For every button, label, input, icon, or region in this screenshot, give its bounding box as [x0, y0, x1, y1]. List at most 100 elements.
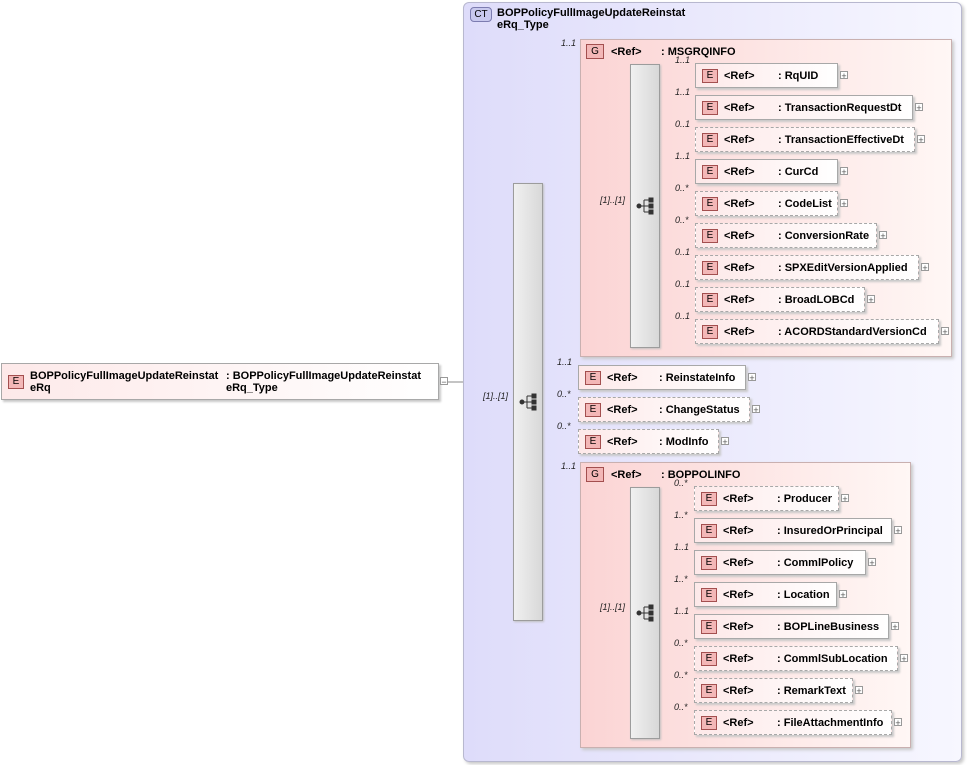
boppolinfo-ref: <Ref> — [611, 468, 642, 481]
element-ref: <Ref> — [724, 165, 755, 178]
element-boplinebusiness[interactable]: E<Ref>: BOPLineBusiness — [694, 614, 889, 639]
expand-toggle[interactable]: + — [841, 494, 849, 504]
expand-toggle[interactable]: + — [941, 327, 949, 337]
group-badge: G — [586, 467, 604, 482]
element-cardinality: 0..1 — [675, 311, 691, 321]
expand-toggle[interactable]: + — [868, 558, 876, 568]
element-curcd[interactable]: E <Ref> : CurCd — [695, 159, 838, 184]
expand-toggle[interactable]: + — [840, 199, 848, 209]
element-name: : CurCd — [778, 165, 819, 178]
element-ref: <Ref> — [724, 69, 755, 82]
element-conversionrate[interactable]: E<Ref>: ConversionRate — [695, 223, 877, 248]
main-sequence-cardinality: [1]..[1] — [483, 391, 509, 401]
expand-toggle[interactable]: + — [840, 71, 848, 81]
expand-toggle[interactable]: + — [839, 590, 847, 600]
element-cardinality: 1..1 — [675, 151, 691, 161]
expand-toggle[interactable]: + — [894, 718, 902, 728]
element-fileattachmentinfo[interactable]: E<Ref>: FileAttachmentInfo — [694, 710, 892, 735]
expand-toggle[interactable]: + — [915, 103, 923, 113]
sequence-icon — [636, 197, 654, 215]
element-cardinality: 1..1 — [674, 606, 690, 616]
element-codelist[interactable]: E<Ref>: CodeList — [695, 191, 838, 216]
root-element-type: : BOPPolicyFullImageUpdateReinstat eRq_T… — [226, 369, 421, 394]
element-badge: E — [701, 683, 717, 698]
boppolinfo-sequence-cardinality: [1]..[1] — [600, 602, 626, 612]
element-name: : ConversionRate — [778, 229, 870, 242]
element-ref: <Ref> — [723, 492, 754, 505]
element-producer[interactable]: E<Ref>: Producer — [694, 486, 839, 511]
expand-toggle[interactable]: + — [921, 263, 929, 273]
group-badge: G — [586, 44, 604, 59]
complex-type-header: CT BOPPolicyFullImageUpdateReinstat eRq_… — [470, 7, 685, 31]
expand-toggle[interactable]: + — [917, 135, 925, 145]
element-badge: E — [702, 100, 718, 115]
element-remarktext[interactable]: E<Ref>: RemarkText — [694, 678, 853, 703]
element-badge: E — [702, 164, 718, 179]
element-changestatus[interactable]: E<Ref>: ChangeStatus — [578, 397, 750, 422]
expand-toggle[interactable]: + — [752, 405, 760, 415]
element-ref: <Ref> — [724, 293, 755, 306]
element-name: : ACORDStandardVersionCd — [778, 325, 927, 338]
element-ref: <Ref> — [724, 133, 755, 146]
element-cardinality: 0..* — [557, 389, 571, 399]
element-commlsublocation[interactable]: E<Ref>: CommlSubLocation — [694, 646, 898, 671]
element-spxeditversionapplied[interactable]: E<Ref>: SPXEditVersionApplied — [695, 255, 919, 280]
element-acordstandardversioncd[interactable]: E<Ref>: ACORDStandardVersionCd — [695, 319, 939, 344]
element-badge: E — [701, 651, 717, 666]
collapse-toggle[interactable]: − — [440, 377, 448, 387]
element-badge: E — [585, 370, 601, 385]
expand-toggle[interactable]: + — [867, 295, 875, 305]
element-ref: <Ref> — [724, 261, 755, 274]
expand-toggle[interactable]: + — [721, 437, 729, 447]
expand-toggle[interactable]: + — [855, 686, 863, 696]
element-name: : BOPLineBusiness — [777, 620, 880, 633]
element-badge: E — [702, 132, 718, 147]
element-cardinality: 1..* — [674, 574, 688, 584]
element-ref: <Ref> — [724, 197, 755, 210]
expand-toggle[interactable]: + — [894, 526, 902, 536]
expand-toggle[interactable]: + — [840, 167, 848, 177]
element-location[interactable]: E<Ref>: Location — [694, 582, 837, 607]
element-rquid[interactable]: E<Ref>: RqUID — [695, 63, 838, 88]
element-ref: <Ref> — [723, 652, 754, 665]
element-name: : BroadLOBCd — [778, 293, 855, 306]
element-name: : ReinstateInfo — [659, 371, 736, 384]
element-ref: <Ref> — [723, 716, 754, 729]
element-ref: <Ref> — [723, 588, 754, 601]
element-ref: <Ref> — [607, 435, 638, 448]
element-transactioneffectivedt[interactable]: E <Ref> : TransactionEffectiveDt — [695, 127, 915, 152]
element-badge: E — [702, 196, 718, 211]
expand-toggle[interactable]: + — [748, 373, 756, 383]
boppolinfo-cardinality: 1..1 — [561, 461, 577, 471]
element-badge: E — [702, 292, 718, 307]
expand-toggle[interactable]: + — [891, 622, 899, 632]
sequence-icon — [636, 604, 654, 622]
element-cardinality: 1..* — [674, 510, 688, 520]
element-cardinality: 0..1 — [675, 247, 691, 257]
element-insuredorprincipal[interactable]: E<Ref>: InsuredOrPrincipal — [694, 518, 892, 543]
element-ref: <Ref> — [723, 524, 754, 537]
element-name: : TransactionRequestDt — [778, 101, 902, 114]
element-reinstateinfo[interactable]: E<Ref>: ReinstateInfo — [578, 365, 746, 390]
element-badge: E — [701, 715, 717, 730]
boppolinfo-header: G <Ref> : BOPPOLINFO — [586, 467, 740, 482]
element-badge: E — [702, 260, 718, 275]
element-cardinality: 0..* — [675, 183, 689, 193]
element-cardinality: 0..* — [674, 702, 688, 712]
element-cardinality: 1..1 — [674, 542, 690, 552]
element-modinfo[interactable]: E<Ref>: ModInfo — [578, 429, 719, 454]
expand-toggle[interactable]: + — [879, 231, 887, 241]
expand-toggle[interactable]: + — [900, 654, 908, 664]
element-badge: E — [701, 619, 717, 634]
element-transactionrequestdt[interactable]: E<Ref>: TransactionRequestDt — [695, 95, 913, 120]
main-sequence-bar — [513, 183, 543, 621]
boppolinfo-name: : BOPPOLINFO — [661, 468, 741, 481]
element-broadlobcd[interactable]: E <Ref> : BroadLOBCd — [695, 287, 865, 312]
element-cardinality: 1..1 — [675, 55, 691, 65]
element-cardinality: 0..1 — [675, 119, 691, 129]
element-commlpolicy[interactable]: E<Ref>: CommlPolicy — [694, 550, 866, 575]
root-element[interactable]: E BOPPolicyFullImageUpdateReinstat eRq :… — [1, 363, 439, 400]
element-name: : ModInfo — [659, 435, 709, 448]
element-badge: E — [702, 68, 718, 83]
element-name: : TransactionEffectiveDt — [778, 133, 904, 146]
